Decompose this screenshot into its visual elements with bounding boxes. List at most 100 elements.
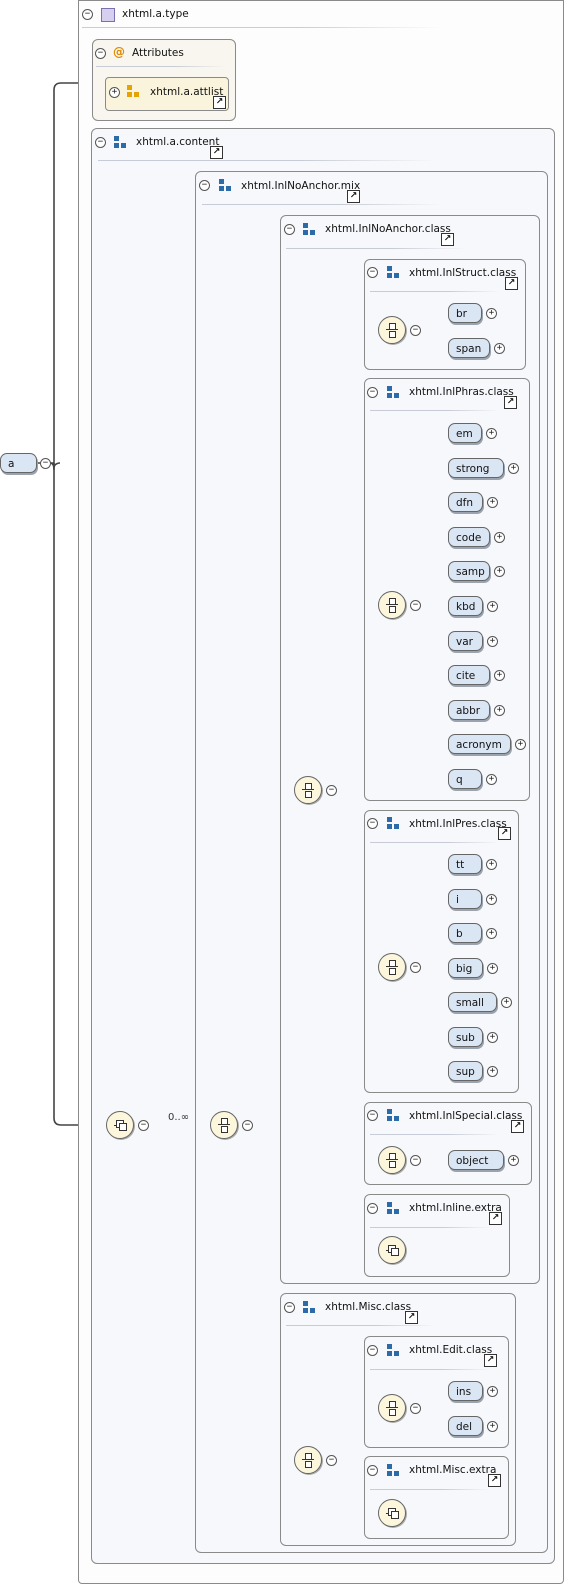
element-acronym[interactable]: acronym <box>448 734 511 755</box>
inline-extra-compositor[interactable] <box>378 1236 406 1264</box>
expand-i-toggle[interactable]: + <box>486 893 497 905</box>
collapse-edit-choice-toggle[interactable]: − <box>410 1403 421 1414</box>
inlphras-choice-compositor[interactable] <box>378 591 406 619</box>
inlpres-reference-icon[interactable]: ↗ <box>498 827 511 840</box>
inlpres-choice-compositor[interactable] <box>378 953 406 981</box>
collapse-inlspecial-toggle[interactable]: − <box>367 1110 378 1121</box>
expand-abbr-toggle[interactable]: + <box>494 704 505 716</box>
inlphras-title[interactable]: xhtml.InlPhras.class <box>409 386 514 398</box>
element-abbr[interactable]: abbr <box>448 699 490 720</box>
expand-object-toggle[interactable]: + <box>508 1155 519 1166</box>
misc-class-title[interactable]: xhtml.Misc.class <box>325 1301 412 1313</box>
element-span[interactable]: span <box>448 338 490 358</box>
element-sup[interactable]: sup <box>448 1061 483 1081</box>
attlist-reference-icon[interactable]: ↗ <box>213 96 226 109</box>
attlist-box[interactable] <box>105 77 229 111</box>
expand-sub-toggle[interactable]: + <box>487 1031 498 1043</box>
expand-acronym-toggle[interactable]: + <box>515 739 526 751</box>
element-del[interactable]: del <box>448 1415 483 1436</box>
inlpres-title[interactable]: xhtml.InlPres.class <box>409 818 507 830</box>
collapse-misc-class-toggle[interactable]: − <box>284 1302 295 1313</box>
inlstruct-title[interactable]: xhtml.InlStruct.class <box>409 267 517 279</box>
content-reference-icon[interactable]: ↗ <box>210 146 223 159</box>
class-choice-compositor[interactable] <box>294 776 322 804</box>
mix-choice-compositor[interactable] <box>210 1111 238 1139</box>
class-reference-icon[interactable]: ↗ <box>441 233 454 246</box>
collapse-class-choice-toggle[interactable]: − <box>326 785 337 796</box>
collapse-class-toggle[interactable]: − <box>284 224 295 235</box>
collapse-attributes-toggle[interactable]: − <box>95 48 106 59</box>
collapse-inlphras-toggle[interactable]: − <box>367 387 378 398</box>
edit-choice-compositor[interactable] <box>378 1394 406 1422</box>
expand-em-toggle[interactable]: + <box>486 428 497 439</box>
element-dfn[interactable]: dfn <box>448 492 483 513</box>
element-object[interactable]: object <box>448 1150 504 1170</box>
collapse-inlpres-choice-toggle[interactable]: − <box>410 962 421 973</box>
misc-extra-reference-icon[interactable]: ↗ <box>488 1474 501 1487</box>
mix-reference-icon[interactable]: ↗ <box>347 190 360 203</box>
collapse-inlphras-choice-toggle[interactable]: − <box>410 600 421 611</box>
edit-title[interactable]: xhtml.Edit.class <box>409 1344 493 1356</box>
root-element-a[interactable]: a <box>0 453 37 473</box>
inline-extra-title[interactable]: xhtml.Inline.extra <box>409 1202 502 1214</box>
element-q[interactable]: q <box>448 769 482 789</box>
collapse-content-toggle[interactable]: − <box>95 137 106 148</box>
element-sub[interactable]: sub <box>448 1026 483 1047</box>
element-code[interactable]: code <box>448 526 490 547</box>
expand-del-toggle[interactable]: + <box>487 1420 498 1432</box>
element-tt[interactable]: tt <box>448 854 482 874</box>
element-cite[interactable]: cite <box>448 665 490 686</box>
expand-br-toggle[interactable]: + <box>486 308 497 319</box>
collapse-mix-toggle[interactable]: − <box>199 180 210 191</box>
content-group-title[interactable]: xhtml.a.content <box>136 136 220 148</box>
collapse-misc-extra-toggle[interactable]: − <box>367 1465 378 1476</box>
element-b[interactable]: b <box>448 923 482 943</box>
expand-attlist-toggle[interactable]: + <box>109 87 120 98</box>
expand-code-toggle[interactable]: + <box>494 531 505 543</box>
inlspecial-reference-icon[interactable]: ↗ <box>511 1120 524 1133</box>
expand-ins-toggle[interactable]: + <box>487 1386 498 1397</box>
misc-class-reference-icon[interactable]: ↗ <box>405 1311 418 1324</box>
inlspecial-choice-compositor[interactable] <box>378 1146 406 1174</box>
expand-b-toggle[interactable]: + <box>486 928 497 939</box>
expand-span-toggle[interactable]: + <box>494 343 505 354</box>
expand-big-toggle[interactable]: + <box>487 962 498 974</box>
expand-small-toggle[interactable]: + <box>501 997 512 1008</box>
collapse-edit-toggle[interactable]: − <box>367 1345 378 1356</box>
element-big[interactable]: big <box>448 957 483 978</box>
expand-cite-toggle[interactable]: + <box>494 670 505 682</box>
expand-var-toggle[interactable]: + <box>487 635 498 647</box>
expand-kbd-toggle[interactable]: + <box>487 601 498 612</box>
edit-reference-icon[interactable]: ↗ <box>484 1354 497 1367</box>
mix-group-title[interactable]: xhtml.InlNoAnchor.mix <box>241 180 361 192</box>
inline-extra-reference-icon[interactable]: ↗ <box>489 1212 502 1225</box>
collapse-inline-extra-toggle[interactable]: − <box>367 1203 378 1214</box>
collapse-inlstruct-choice-toggle[interactable]: − <box>410 325 421 336</box>
element-small[interactable]: small <box>448 992 497 1012</box>
inlstruct-choice-compositor[interactable] <box>378 316 406 344</box>
collapse-content-seq-toggle[interactable]: − <box>138 1120 149 1131</box>
collapse-misc-choice-toggle[interactable]: − <box>326 1455 337 1466</box>
collapse-mix-choice-toggle[interactable]: − <box>242 1120 253 1131</box>
content-sequence-compositor[interactable] <box>106 1111 134 1139</box>
expand-sup-toggle[interactable]: + <box>487 1066 498 1077</box>
inlspecial-title[interactable]: xhtml.InlSpecial.class <box>409 1110 523 1122</box>
expand-strong-toggle[interactable]: + <box>508 462 519 474</box>
misc-extra-title[interactable]: xhtml.Misc.extra <box>409 1464 497 1476</box>
collapse-inlpres-toggle[interactable]: − <box>367 818 378 829</box>
collapse-root-toggle[interactable]: − <box>40 458 51 469</box>
element-ins[interactable]: ins <box>448 1381 483 1401</box>
expand-samp-toggle[interactable]: + <box>494 566 505 578</box>
element-em[interactable]: em <box>448 423 482 443</box>
collapse-type-toggle[interactable]: − <box>82 9 93 20</box>
element-kbd[interactable]: kbd <box>448 596 483 616</box>
element-br[interactable]: br <box>448 303 482 323</box>
class-group-title[interactable]: xhtml.InlNoAnchor.class <box>325 223 451 235</box>
inlstruct-reference-icon[interactable]: ↗ <box>505 277 518 290</box>
inlphras-reference-icon[interactable]: ↗ <box>504 396 517 409</box>
misc-choice-compositor[interactable] <box>294 1446 322 1474</box>
element-i[interactable]: i <box>448 888 482 909</box>
element-var[interactable]: var <box>448 630 483 651</box>
element-strong[interactable]: strong <box>448 457 504 478</box>
expand-tt-toggle[interactable]: + <box>486 859 497 870</box>
